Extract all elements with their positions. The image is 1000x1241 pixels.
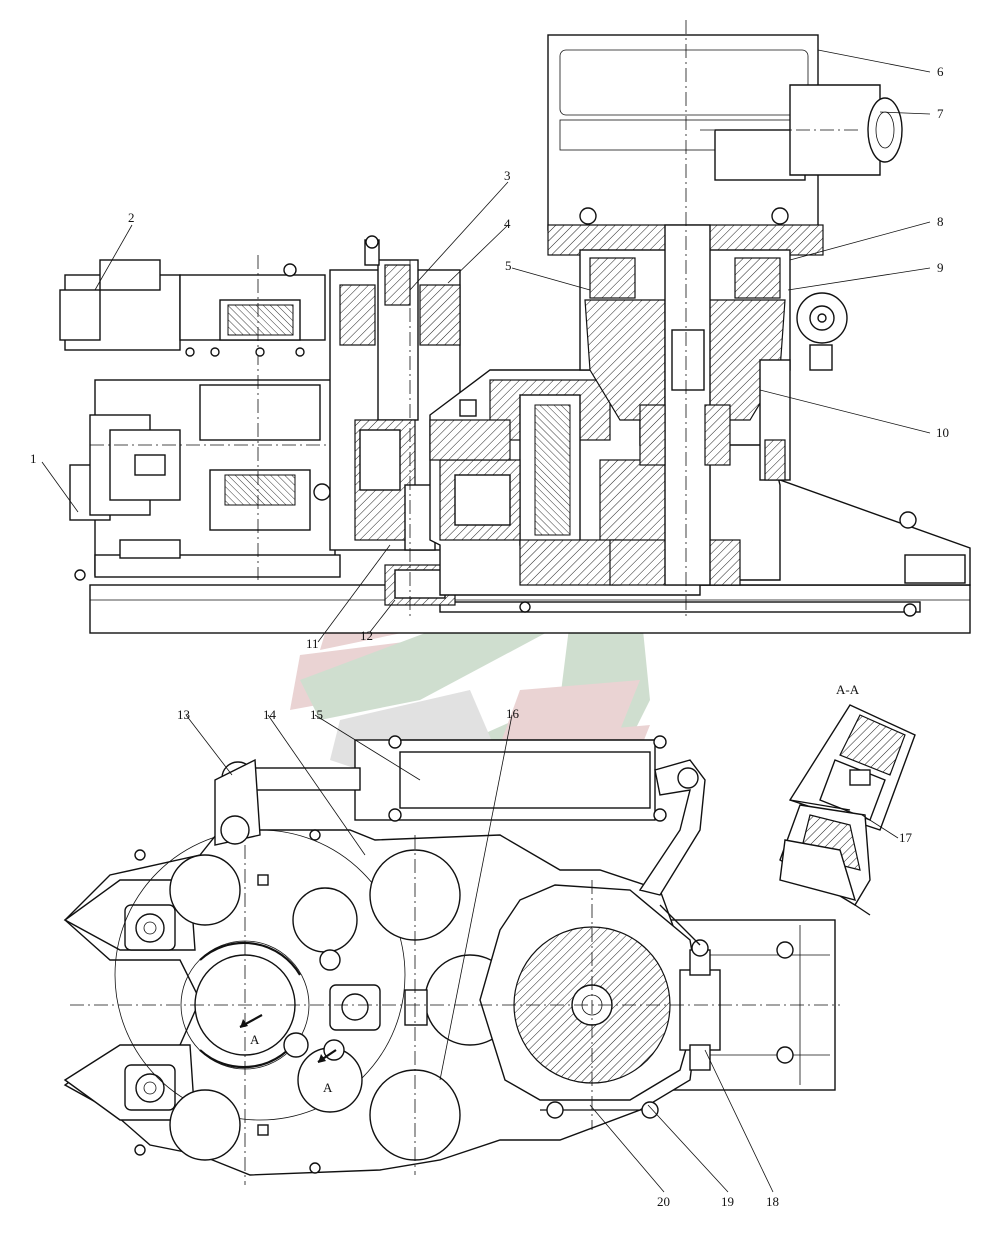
leader-lines [41, 49, 931, 1193]
gear-upper-right [292, 887, 358, 953]
callout-4: 4 [504, 216, 511, 231]
callout-labels: 1 2 3 4 5 6 7 8 9 10 11 12 13 14 15 16 1… [30, 64, 949, 1209]
section-arrows [239, 1014, 337, 1063]
callout-9: 9 [937, 260, 944, 275]
gear-lower-left [169, 1089, 241, 1161]
gear-upper-left [169, 854, 241, 926]
callout-12: 12 [360, 628, 373, 643]
callout-17: 17 [899, 830, 913, 845]
callout-8: 8 [937, 214, 944, 229]
callout-13: 13 [177, 707, 190, 722]
top-section-view [59, 20, 971, 634]
tie-rod [439, 601, 921, 613]
callout-5: 5 [505, 258, 512, 273]
callout-14: 14 [263, 707, 277, 722]
upper-drive-unit [547, 20, 903, 620]
callout-6: 6 [937, 64, 944, 79]
callout-16: 16 [506, 706, 520, 721]
callout-1: 1 [30, 451, 37, 466]
callout-18: 18 [766, 1194, 779, 1209]
section-title: A-A [836, 682, 860, 697]
callout-3: 3 [504, 168, 511, 183]
section-a-a-detail [779, 704, 916, 916]
cover-7 [789, 84, 881, 176]
section-marker-right: A [323, 1080, 333, 1095]
callout-10: 10 [936, 425, 949, 440]
callout-19: 19 [721, 1194, 734, 1209]
coil-winding [224, 304, 296, 506]
callout-11: 11 [306, 636, 319, 651]
callout-20: 20 [657, 1194, 670, 1209]
section-marker-left: A [250, 1032, 260, 1047]
piston-rod [249, 767, 361, 791]
callout-7: 7 [937, 106, 944, 121]
motor-shaft [664, 224, 711, 586]
small-cylinder [679, 969, 721, 1051]
callout-15: 15 [310, 707, 323, 722]
callout-2: 2 [128, 210, 135, 225]
bottom-plan-view [63, 735, 840, 1185]
motor-assembly [59, 255, 345, 581]
